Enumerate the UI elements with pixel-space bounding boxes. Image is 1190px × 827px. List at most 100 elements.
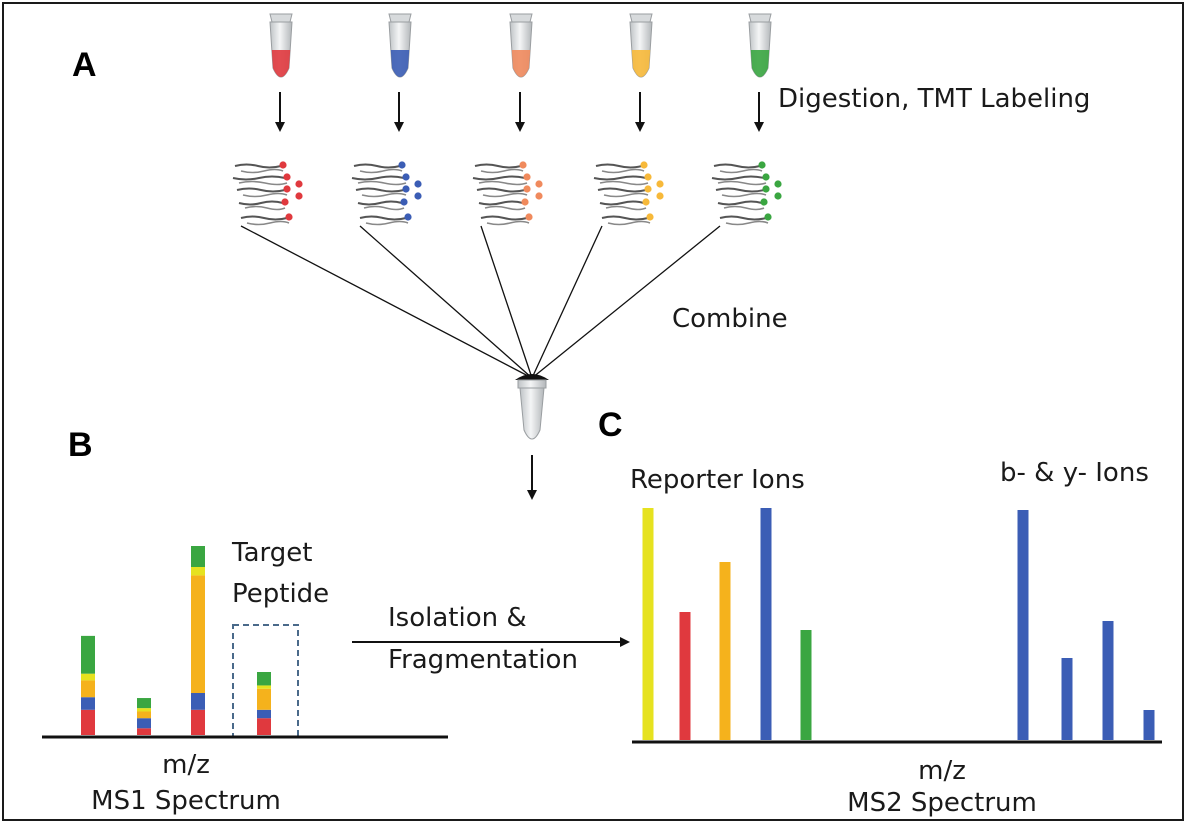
digestion-arrows — [275, 92, 764, 132]
ms1-bar-segment-peak1-blue — [81, 697, 95, 710]
peptide-strand — [711, 175, 765, 181]
tube-cap — [509, 13, 533, 23]
ms2-bar-r5 — [800, 630, 812, 740]
ms1-bar-segment-peak2-bright_yellow — [137, 708, 151, 712]
ms1-bar-segment-target-amber — [257, 688, 271, 710]
ms2-title: MS2 Spectrum — [847, 788, 1037, 818]
tmt-tag — [398, 161, 406, 169]
tmt-tag — [525, 213, 533, 221]
ms1-xlabel: m/z — [162, 750, 210, 780]
tmt-tag — [404, 213, 412, 221]
tmt-tag — [279, 161, 287, 169]
peptide-strand — [607, 220, 651, 226]
peptide-strand — [474, 163, 522, 169]
ms1-spectrum-bars — [81, 546, 271, 735]
target-label-line1: Target — [232, 538, 313, 568]
peptide-strand — [363, 205, 405, 211]
ms2-bar-b3 — [1102, 621, 1114, 740]
tmt-tag — [640, 161, 648, 169]
tmt-tag — [283, 185, 291, 193]
peptide-strand — [244, 205, 286, 211]
tube-liquid — [631, 50, 651, 77]
peptide-strand — [480, 215, 528, 221]
peptide-strand — [472, 175, 526, 181]
peptide-strand — [717, 200, 763, 206]
peptide-strand — [593, 175, 647, 181]
reporter-ions-label: Reporter Ions — [630, 465, 805, 495]
panel-label-c: C — [598, 406, 623, 444]
panel-label-a: A — [72, 46, 97, 84]
tube-liquid — [271, 50, 291, 77]
tmt-tag — [762, 185, 770, 193]
ms1-bar-segment-peak1-amber — [81, 680, 95, 698]
tmt-tag — [764, 213, 772, 221]
combine-line — [531, 225, 603, 379]
peptide-strand — [240, 215, 288, 221]
peptide-strand — [359, 168, 403, 174]
ms1-bar-segment-peak3-blue — [191, 693, 205, 710]
tmt-tag — [414, 180, 422, 188]
peptide-strand — [478, 180, 528, 186]
peptide-strand — [719, 215, 767, 221]
peptide-strand — [357, 200, 403, 206]
ms2-bar-r4 — [760, 508, 772, 740]
peptide-strand — [351, 175, 405, 181]
peptide-strand — [238, 200, 284, 206]
peptide-strand — [482, 192, 528, 198]
peptide-cluster-red — [232, 161, 303, 226]
tmt-tag — [760, 198, 768, 206]
ms2-bar-b4 — [1143, 710, 1155, 740]
peptide-strand — [601, 168, 645, 174]
ms2-spectrum-bars — [642, 508, 1155, 740]
tmt-tag — [402, 185, 410, 193]
peptide-strand — [486, 220, 530, 226]
peptide-strand — [242, 192, 288, 198]
ms2-bar-b1 — [1017, 510, 1029, 740]
ms1-bar-segment-peak1-bright_yellow — [81, 673, 95, 681]
peptide-strand — [595, 163, 643, 169]
peptide-strand — [717, 180, 767, 186]
ms1-bar-segment-peak2-red — [137, 728, 151, 735]
sample-tube-green — [748, 13, 772, 78]
panel-label-b: B — [68, 426, 93, 464]
ms1-bar-segment-target-bright_yellow — [257, 685, 271, 689]
tmt-tag — [402, 173, 410, 181]
tmt-tag — [644, 173, 652, 181]
peptide-strand — [715, 187, 765, 193]
tmt-tag — [519, 161, 527, 169]
peptide-strand — [713, 163, 761, 169]
peptide-strand — [719, 168, 763, 174]
sample-tube-yellow_orange — [629, 13, 653, 78]
tmt-tag — [283, 173, 291, 181]
ms2-bar-r1 — [642, 508, 654, 740]
peptide-strand — [353, 163, 401, 169]
peptide-strand — [238, 180, 288, 186]
combine-lines — [240, 225, 721, 379]
tmt-tag — [281, 198, 289, 206]
peptide-strand — [603, 192, 649, 198]
ms1-bar-segment-peak3-red — [191, 709, 205, 735]
tmt-tag — [762, 173, 770, 181]
tmt-tag — [644, 185, 652, 193]
tmt-tag — [414, 192, 422, 200]
tube-liquid — [750, 50, 770, 77]
tmt-tag — [285, 213, 293, 221]
peptide-strand — [723, 205, 765, 211]
tmt-tag — [400, 198, 408, 206]
tmt-tag — [535, 180, 543, 188]
peptide-strand — [355, 187, 405, 193]
peptide-strand — [357, 180, 407, 186]
combine-line — [240, 225, 533, 379]
peptide-strand — [480, 168, 524, 174]
ms1-bar-segment-peak1-green — [81, 635, 95, 674]
isolation-label-line1: Isolation & — [388, 603, 527, 633]
tube-liquid — [511, 50, 531, 77]
tmt-tag — [642, 198, 650, 206]
ms1-bar-segment-target-red — [257, 718, 271, 735]
peptide-cluster-orange — [472, 161, 543, 226]
tube-cap — [629, 13, 653, 23]
tmt-tag — [758, 161, 766, 169]
peptide-strand — [246, 220, 290, 226]
ms1-bar-segment-peak2-green — [137, 698, 151, 709]
